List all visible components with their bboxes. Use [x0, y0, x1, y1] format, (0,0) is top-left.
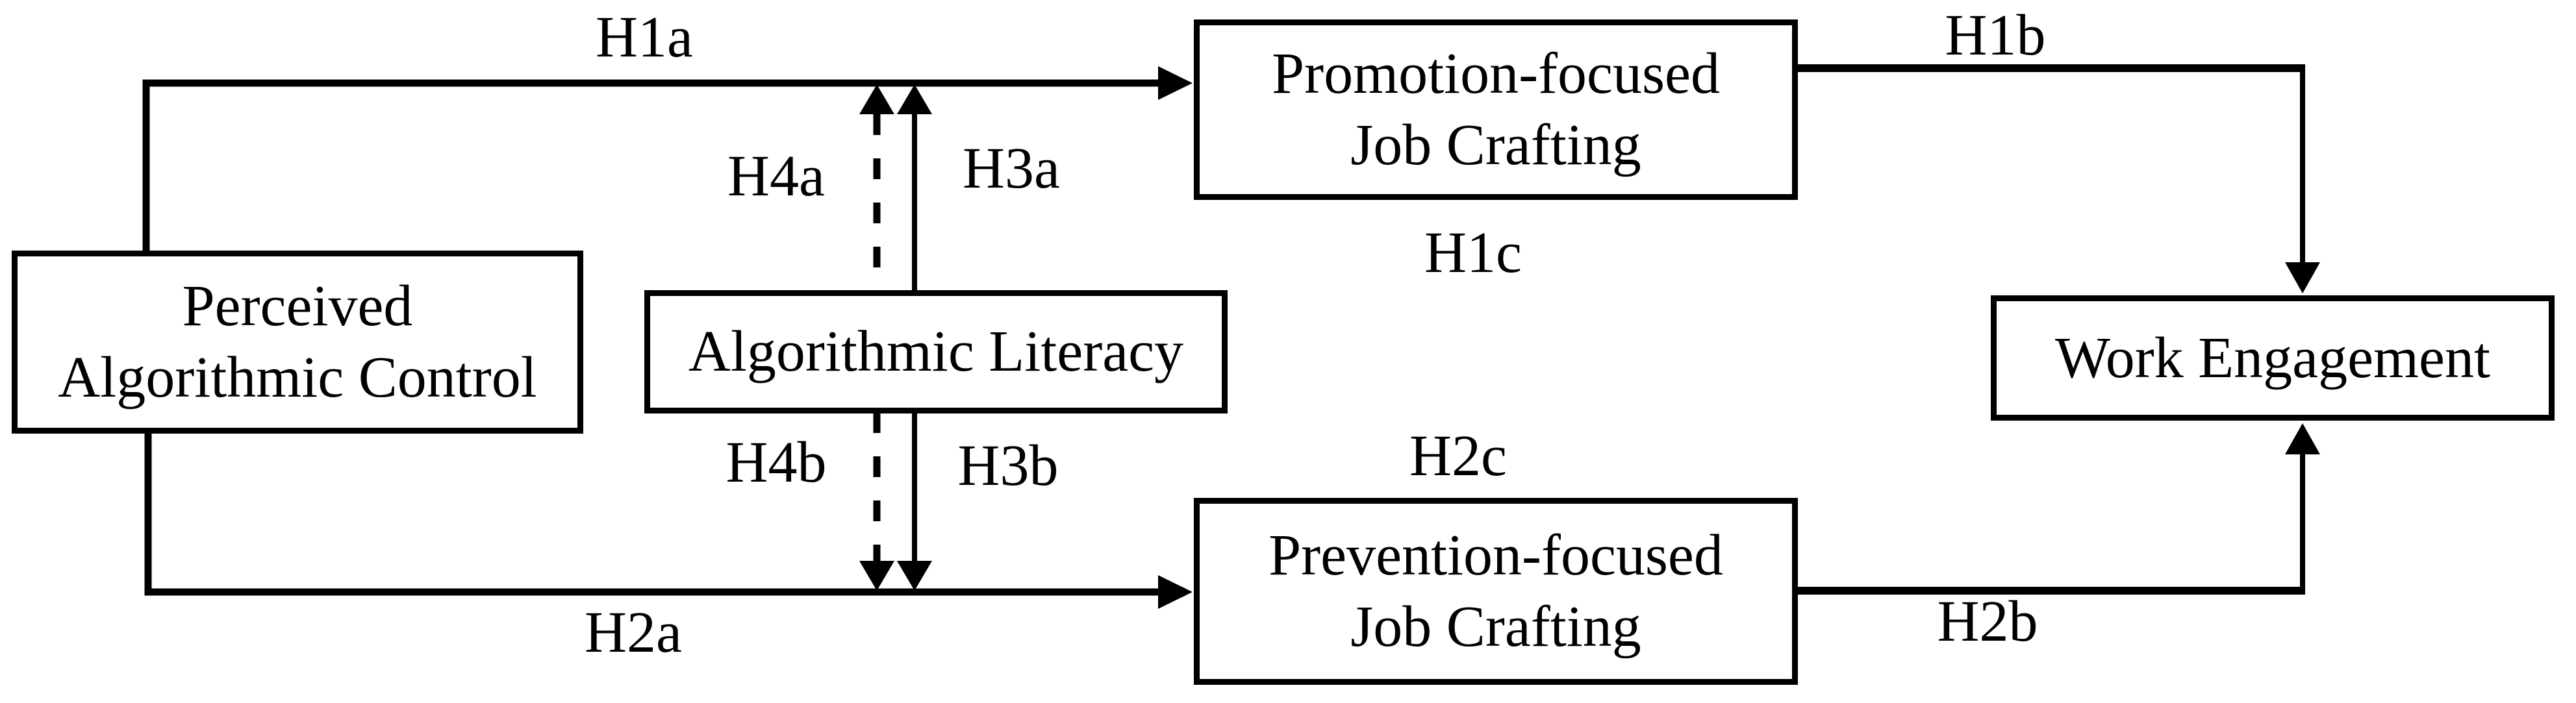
- label-h3a: H3a: [963, 136, 1060, 201]
- node-promotion-focused-job-crafting: Promotion-focused Job Crafting: [1194, 19, 1798, 200]
- node-work-engagement: Work Engagement: [1991, 295, 2555, 421]
- label-h3b: H3b: [957, 434, 1059, 498]
- node-label: Promotion-focused Job Crafting: [1272, 42, 1720, 177]
- node-label: Work Engagement: [2054, 325, 2491, 390]
- h3a-arrowhead: [897, 84, 932, 114]
- h4b-arrowhead: [859, 561, 894, 591]
- h4a-arrowhead: [859, 84, 894, 114]
- label-h1c: H1c: [1424, 221, 1522, 285]
- label-h4a: H4a: [727, 144, 825, 208]
- label-h2a: H2a: [585, 600, 682, 665]
- h3b-arrowhead: [897, 561, 932, 591]
- h1a-arrow-line: [142, 79, 1160, 252]
- label-h4b: H4b: [726, 430, 827, 495]
- label-h1a: H1a: [596, 5, 693, 69]
- h2a-arrow-line: [144, 432, 1160, 596]
- node-prevention-focused-job-crafting: Prevention-focused Job Crafting: [1194, 498, 1798, 685]
- label-h1b: H1b: [1945, 3, 2046, 68]
- node-label: Prevention-focused Job Crafting: [1269, 523, 1723, 659]
- h1a-arrowhead: [1158, 66, 1193, 100]
- node-label: Perceived Algorithmic Control: [58, 274, 537, 410]
- h1b-arrowhead: [2285, 262, 2320, 293]
- h2a-arrowhead: [1158, 575, 1193, 609]
- node-label: Algorithmic Literacy: [688, 319, 1184, 384]
- label-h2b: H2b: [1937, 589, 2038, 654]
- h2b-arrowhead: [2285, 423, 2320, 454]
- node-perceived-algorithmic-control: Perceived Algorithmic Control: [12, 251, 583, 434]
- node-algorithmic-literacy: Algorithmic Literacy: [644, 290, 1228, 413]
- label-h2c: H2c: [1409, 424, 1507, 488]
